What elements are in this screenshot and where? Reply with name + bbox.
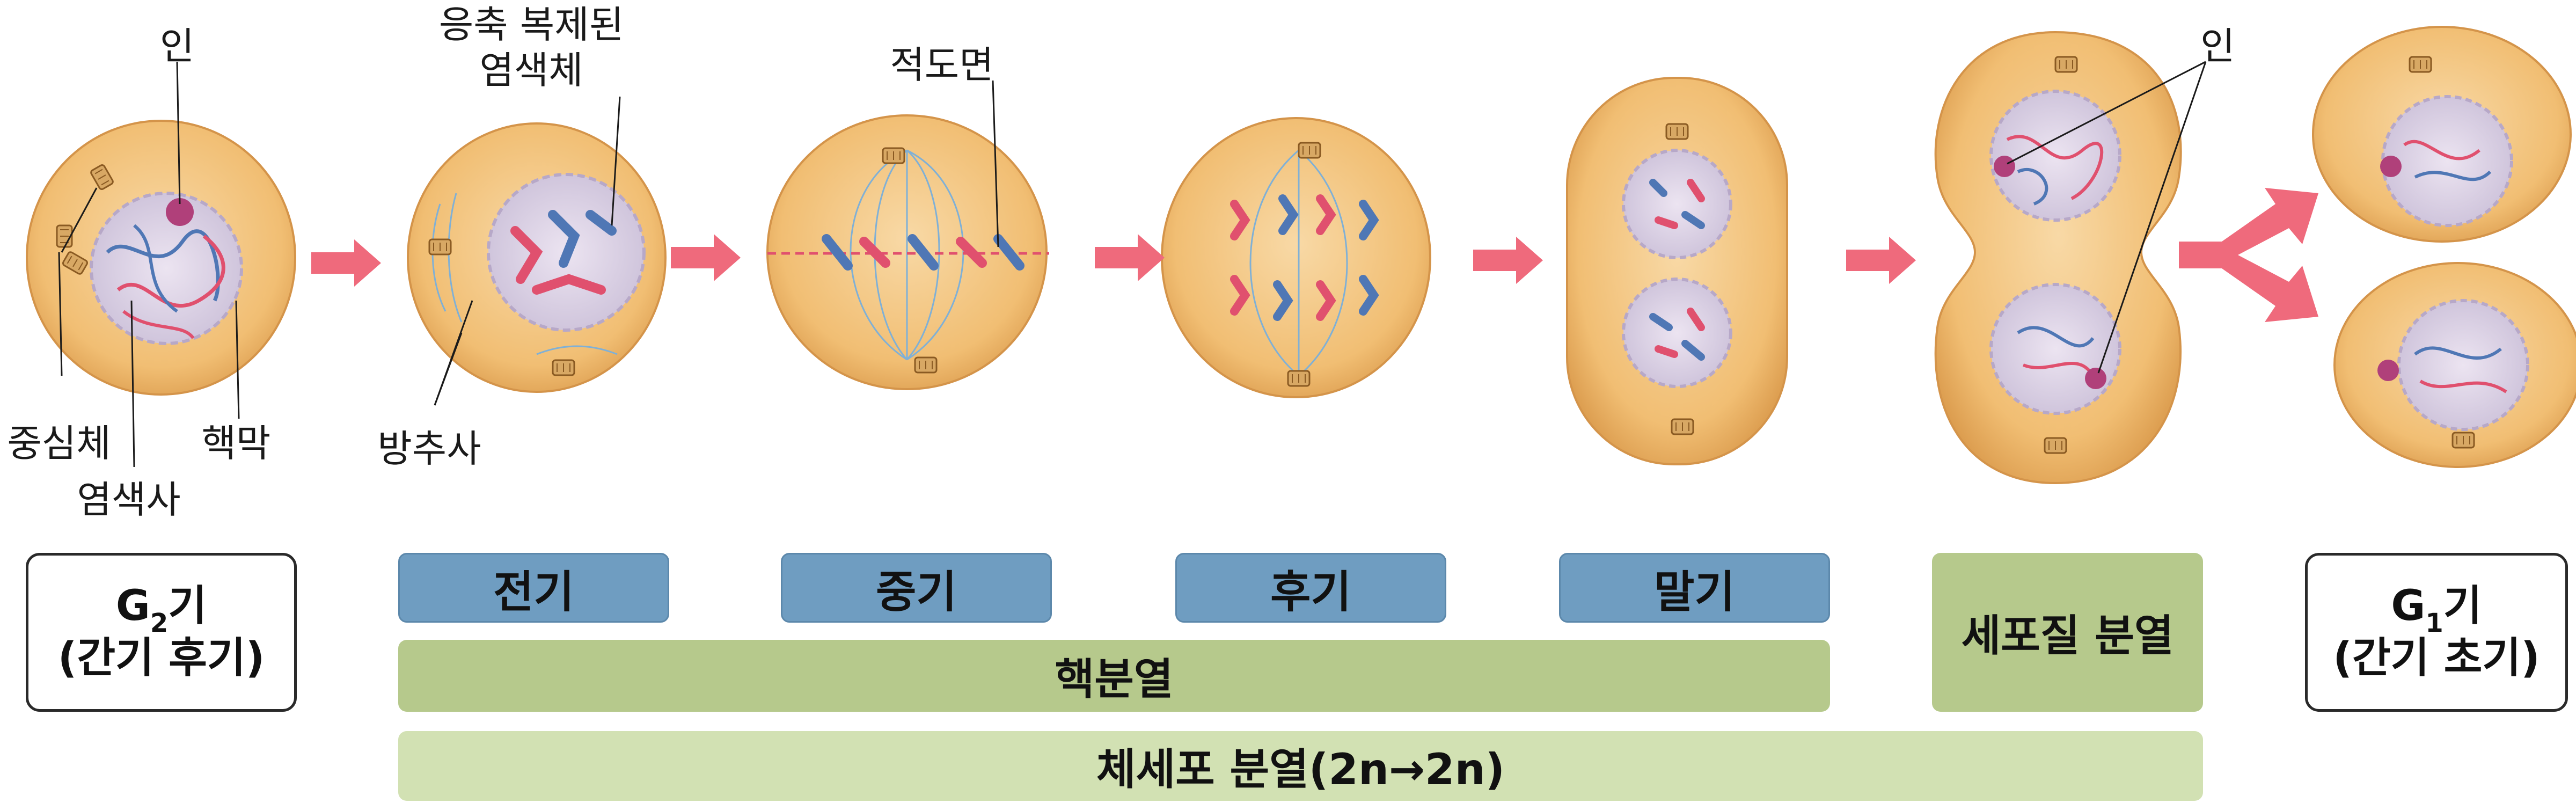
label-nucleolus-right: 인 (2200, 24, 2235, 68)
label-spindle: 방추사 (377, 427, 481, 471)
arrow-1 (311, 239, 381, 287)
g1-stage-box: G1기 (간기 초기) (2305, 553, 2568, 712)
prophase-cell (407, 122, 667, 393)
label-centrosome: 중심체 (7, 421, 111, 465)
mitosis-bar: 체세포 분열(2n→2n) (398, 731, 2203, 801)
g2-stage-subtitle: (간기 후기) (57, 634, 265, 682)
arrow-5 (1846, 237, 1916, 284)
g1-daughter-cells (2312, 26, 2576, 468)
label-condensed-chromosome-2: 염색체 (479, 48, 583, 92)
telophase-cell (1566, 77, 1788, 465)
label-condensed-chromosome-1: 응축 복제된 (439, 3, 624, 47)
label-chromatin: 염색사 (77, 478, 180, 522)
cytokinesis-box: 세포질 분열 (1932, 553, 2203, 712)
cytokinesis-cell (1934, 31, 2182, 485)
g2-stage-box: G2기 (간기 후기) (26, 553, 297, 712)
arrow-2 (671, 234, 741, 281)
phase-prophase: 전기 (398, 553, 669, 623)
metaphase-cell (766, 114, 1049, 390)
g2-cell (26, 120, 296, 396)
split-arrow (2179, 188, 2318, 322)
phase-telophase: 말기 (1559, 553, 1830, 623)
karyokinesis-bar: 핵분열 (398, 640, 1830, 712)
g1-stage-title: G1기 (2391, 581, 2482, 638)
label-nucleolus-left: 인 (160, 24, 194, 68)
arrow-3 (1095, 234, 1165, 281)
anaphase-cell (1161, 117, 1431, 398)
label-metaphase-plate: 적도면 (890, 43, 993, 87)
label-nuclear-envelope: 핵막 (202, 421, 271, 465)
g2-stage-title: G2기 (115, 581, 207, 638)
phase-metaphase: 중기 (781, 553, 1052, 623)
phase-anaphase: 후기 (1175, 553, 1446, 623)
arrow-4 (1473, 237, 1543, 284)
g1-stage-subtitle: (간기 초기) (2333, 634, 2540, 682)
annotation-lines (58, 61, 2207, 468)
